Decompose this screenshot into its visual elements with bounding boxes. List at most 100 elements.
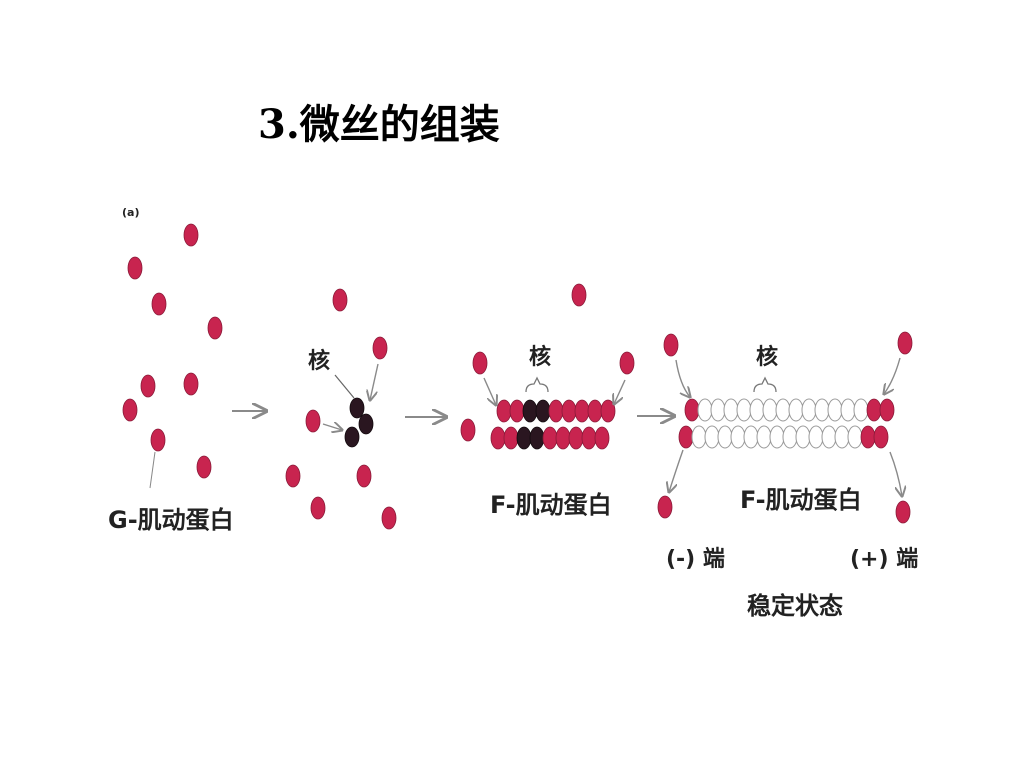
filament-subunit — [756, 425, 772, 449]
filament-subunit — [568, 426, 584, 450]
filament-subunit — [749, 398, 765, 422]
g-actin-monomer — [657, 495, 673, 519]
filament-subunit — [691, 425, 707, 449]
nucleus-subunit — [344, 426, 360, 448]
filament-subunit — [522, 399, 538, 423]
nucleus-subunit — [349, 397, 365, 419]
g-actin-monomer — [332, 288, 348, 312]
g-actin-monomer — [122, 398, 138, 422]
filament-subunit — [827, 398, 843, 422]
steady-state-label: 稳定状态 — [747, 592, 843, 620]
filament-subunit — [860, 425, 876, 449]
label-pointer — [334, 374, 355, 399]
stage-free-monomers — [122, 223, 223, 489]
g-actin-monomer — [127, 256, 143, 280]
minus-end-label: (-) 端 — [666, 547, 725, 572]
filament-subunit — [542, 426, 558, 450]
filament-subunit — [503, 426, 519, 450]
filament-subunit — [574, 399, 590, 423]
filament-subunit — [808, 425, 824, 449]
nucleus-label: 核 — [529, 344, 551, 370]
panel-marker: (a) — [122, 206, 139, 219]
filament-subunit — [743, 425, 759, 449]
filament-subunit — [821, 425, 837, 449]
g-actin-monomer — [571, 283, 587, 307]
filament-subunit — [717, 425, 733, 449]
filament-subunit — [490, 426, 506, 450]
stage-elongation — [460, 283, 635, 450]
g-actin-monomer — [356, 464, 372, 488]
filament-subunit — [710, 398, 726, 422]
f-actin-label: F-肌动蛋白 — [740, 486, 862, 514]
incoming-arrow — [483, 377, 496, 405]
incoming-arrow — [614, 379, 626, 404]
filament-subunit — [847, 425, 863, 449]
f-actin-label: F-肌动蛋白 — [490, 491, 612, 519]
g-actin-monomer — [372, 336, 388, 360]
filament-subunit — [678, 425, 694, 449]
filament-subunit — [795, 425, 811, 449]
filament-subunit — [788, 398, 804, 422]
filament-subunit — [581, 426, 597, 450]
filament-subunit — [853, 398, 869, 422]
g-actin-monomer — [619, 351, 635, 375]
filament-subunit — [516, 426, 532, 450]
g-actin-label: G-肌动蛋白 — [108, 506, 234, 534]
filament-subunit — [782, 425, 798, 449]
g-actin-monomer — [285, 464, 301, 488]
outgoing-arrow — [889, 451, 902, 496]
filament-subunit — [736, 398, 752, 422]
g-actin-monomer — [460, 418, 476, 442]
stage-steady-state — [657, 331, 913, 524]
incoming-arrow — [675, 359, 690, 397]
filament-subunit — [704, 425, 720, 449]
g-actin-monomer — [305, 409, 321, 433]
stage-nucleation — [285, 288, 397, 530]
filament-subunit — [730, 425, 746, 449]
incoming-arrow — [370, 363, 379, 400]
g-actin-monomer — [895, 500, 911, 524]
filament-subunit — [834, 425, 850, 449]
nucleus-label: 核 — [756, 344, 778, 370]
g-actin-monomer — [472, 351, 488, 375]
filament-subunit — [769, 425, 785, 449]
g-actin-monomer — [140, 374, 156, 398]
steady-filament — [678, 398, 895, 449]
filament-subunit — [587, 399, 603, 423]
nucleus-subunit — [358, 413, 374, 435]
filament-subunit — [840, 398, 856, 422]
g-actin-monomer — [183, 372, 199, 396]
filament-subunit — [866, 398, 882, 422]
g-actin-monomer — [150, 428, 166, 452]
filament-subunit — [814, 398, 830, 422]
filament-subunit — [801, 398, 817, 422]
g-actin-monomer — [183, 223, 199, 247]
filament-subunit — [600, 399, 616, 423]
outgoing-arrow — [669, 449, 684, 492]
g-actin-monomer — [381, 506, 397, 530]
filament-subunit — [594, 426, 610, 450]
filament-subunit — [555, 426, 571, 450]
nucleus-brace — [753, 376, 777, 393]
g-actin-monomer — [207, 316, 223, 340]
g-actin-monomer — [897, 331, 913, 355]
growing-filament — [490, 399, 616, 450]
filament-subunit — [496, 399, 512, 423]
filament-subunit — [873, 425, 889, 449]
filament-subunit — [723, 398, 739, 422]
g-actin-monomer — [663, 333, 679, 357]
incoming-arrow — [884, 357, 901, 394]
filament-subunit — [697, 398, 713, 422]
nucleus-label: 核 — [308, 348, 330, 374]
slide-title: 3.微丝的组装 — [258, 101, 500, 148]
filament-subunit — [509, 399, 525, 423]
filament-subunit — [529, 426, 545, 450]
g-actin-monomer — [151, 292, 167, 316]
incoming-arrow — [322, 424, 342, 430]
g-actin-monomer — [310, 496, 326, 520]
plus-end-label: (+) 端 — [850, 547, 918, 572]
filament-subunit — [775, 398, 791, 422]
g-actin-monomer — [196, 455, 212, 479]
filament-subunit — [548, 399, 564, 423]
